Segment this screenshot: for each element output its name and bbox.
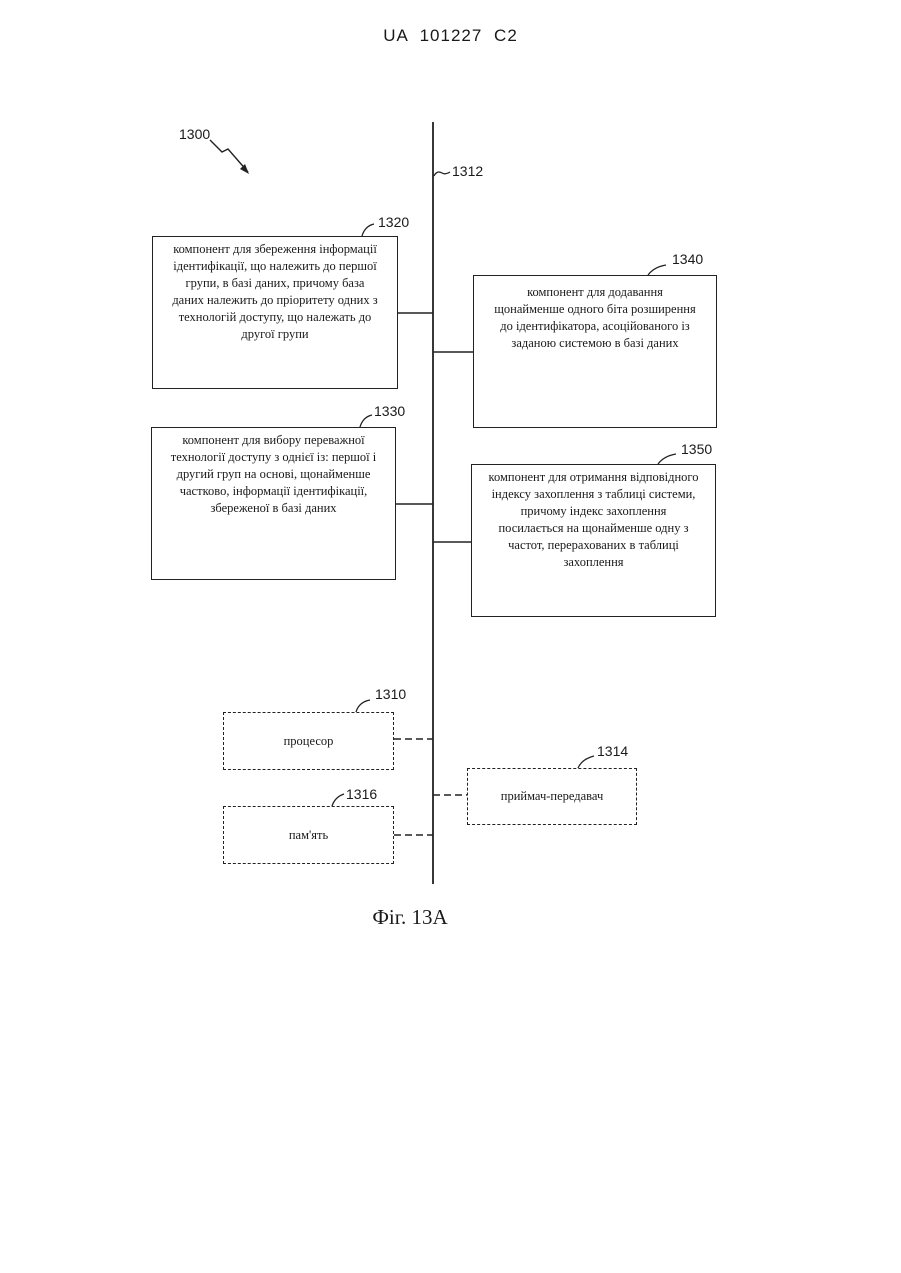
ref-1320: 1320: [378, 214, 409, 230]
ref-1350: 1350: [681, 441, 712, 457]
ref-1316: 1316: [346, 786, 377, 802]
arrowhead-1300: [240, 164, 249, 174]
box-memory: пам'ять: [223, 806, 394, 864]
leader-1312: [434, 172, 450, 176]
ref-1330: 1330: [374, 403, 405, 419]
box-1340: компонент для додавання щонайменше одног…: [473, 275, 717, 428]
box-1350: компонент для отримання відповідного інд…: [471, 464, 716, 617]
figure-caption: Фіг. 13A: [0, 905, 820, 930]
box-1320: компонент для збереження інформації іден…: [152, 236, 398, 389]
ref-1340: 1340: [672, 251, 703, 267]
leader-1330: [360, 415, 372, 427]
leader-1320: [362, 224, 374, 236]
leader-1310: [356, 700, 370, 712]
leader-1340: [648, 265, 666, 275]
ref-1310: 1310: [375, 686, 406, 702]
ref-1312: 1312: [452, 163, 483, 179]
box-1330: компонент для вибору переважної технолог…: [151, 427, 396, 580]
ref-1300: 1300: [179, 126, 210, 142]
leader-1314: [578, 756, 594, 768]
ref-1314: 1314: [597, 743, 628, 759]
box-transceiver: приймач-передавач: [467, 768, 637, 825]
box-processor: процесор: [223, 712, 394, 770]
leader-1350: [658, 454, 676, 464]
leader-1316: [332, 794, 344, 806]
